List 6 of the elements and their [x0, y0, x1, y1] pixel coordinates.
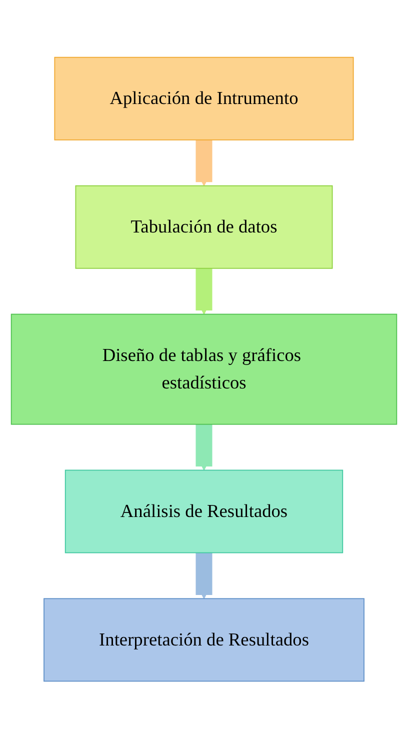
node-box	[75, 186, 333, 270]
node-box	[64, 470, 344, 554]
flowchart: Aplicación de Intrumento Tabulación de datos Diseño de tablas y gráficos estadísticos Análisis de Resultados Interpretación de Resultados	[4, 50, 404, 689]
node-box	[54, 57, 354, 141]
node-box	[44, 598, 364, 682]
node-box	[10, 314, 398, 425]
